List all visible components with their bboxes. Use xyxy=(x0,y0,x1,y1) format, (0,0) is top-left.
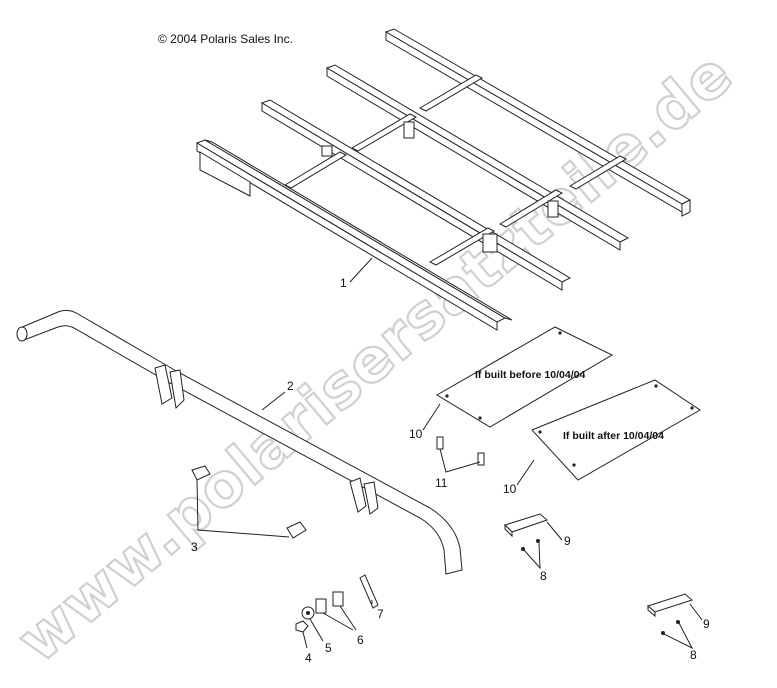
callout-2: 2 xyxy=(287,379,294,393)
callout-3: 3 xyxy=(191,540,198,554)
end-cap-parts xyxy=(191,465,307,539)
note-built-before: If built before 10/04/04 xyxy=(475,369,585,381)
callout-4: 4 xyxy=(305,651,312,665)
callout-1: 1 xyxy=(340,276,347,290)
note-built-after: If built after 10/04/04 xyxy=(563,430,664,442)
callout-11: 11 xyxy=(435,476,448,490)
callout-5: 5 xyxy=(325,641,332,655)
callout-9-lower: 9 xyxy=(703,617,710,631)
plate-before xyxy=(436,326,614,428)
hardware-parts xyxy=(295,574,379,649)
screw-parts xyxy=(436,436,485,466)
callout-9-upper: 9 xyxy=(564,534,571,548)
copyright-text: © 2004 Polaris Sales Inc. xyxy=(158,32,293,46)
callout-10-after: 10 xyxy=(503,482,517,496)
callout-8-lower: 8 xyxy=(690,648,697,662)
rack-frame xyxy=(195,28,692,331)
bracket-plate-upper xyxy=(504,513,548,551)
callout-6: 6 xyxy=(357,633,364,647)
rail-bar xyxy=(16,309,463,575)
callout-7: 7 xyxy=(377,607,384,621)
callout-10-before: 10 xyxy=(409,427,423,441)
bracket-plate-lower xyxy=(646,593,694,635)
plate-after xyxy=(531,379,701,481)
callout-8-upper: 8 xyxy=(540,569,547,583)
